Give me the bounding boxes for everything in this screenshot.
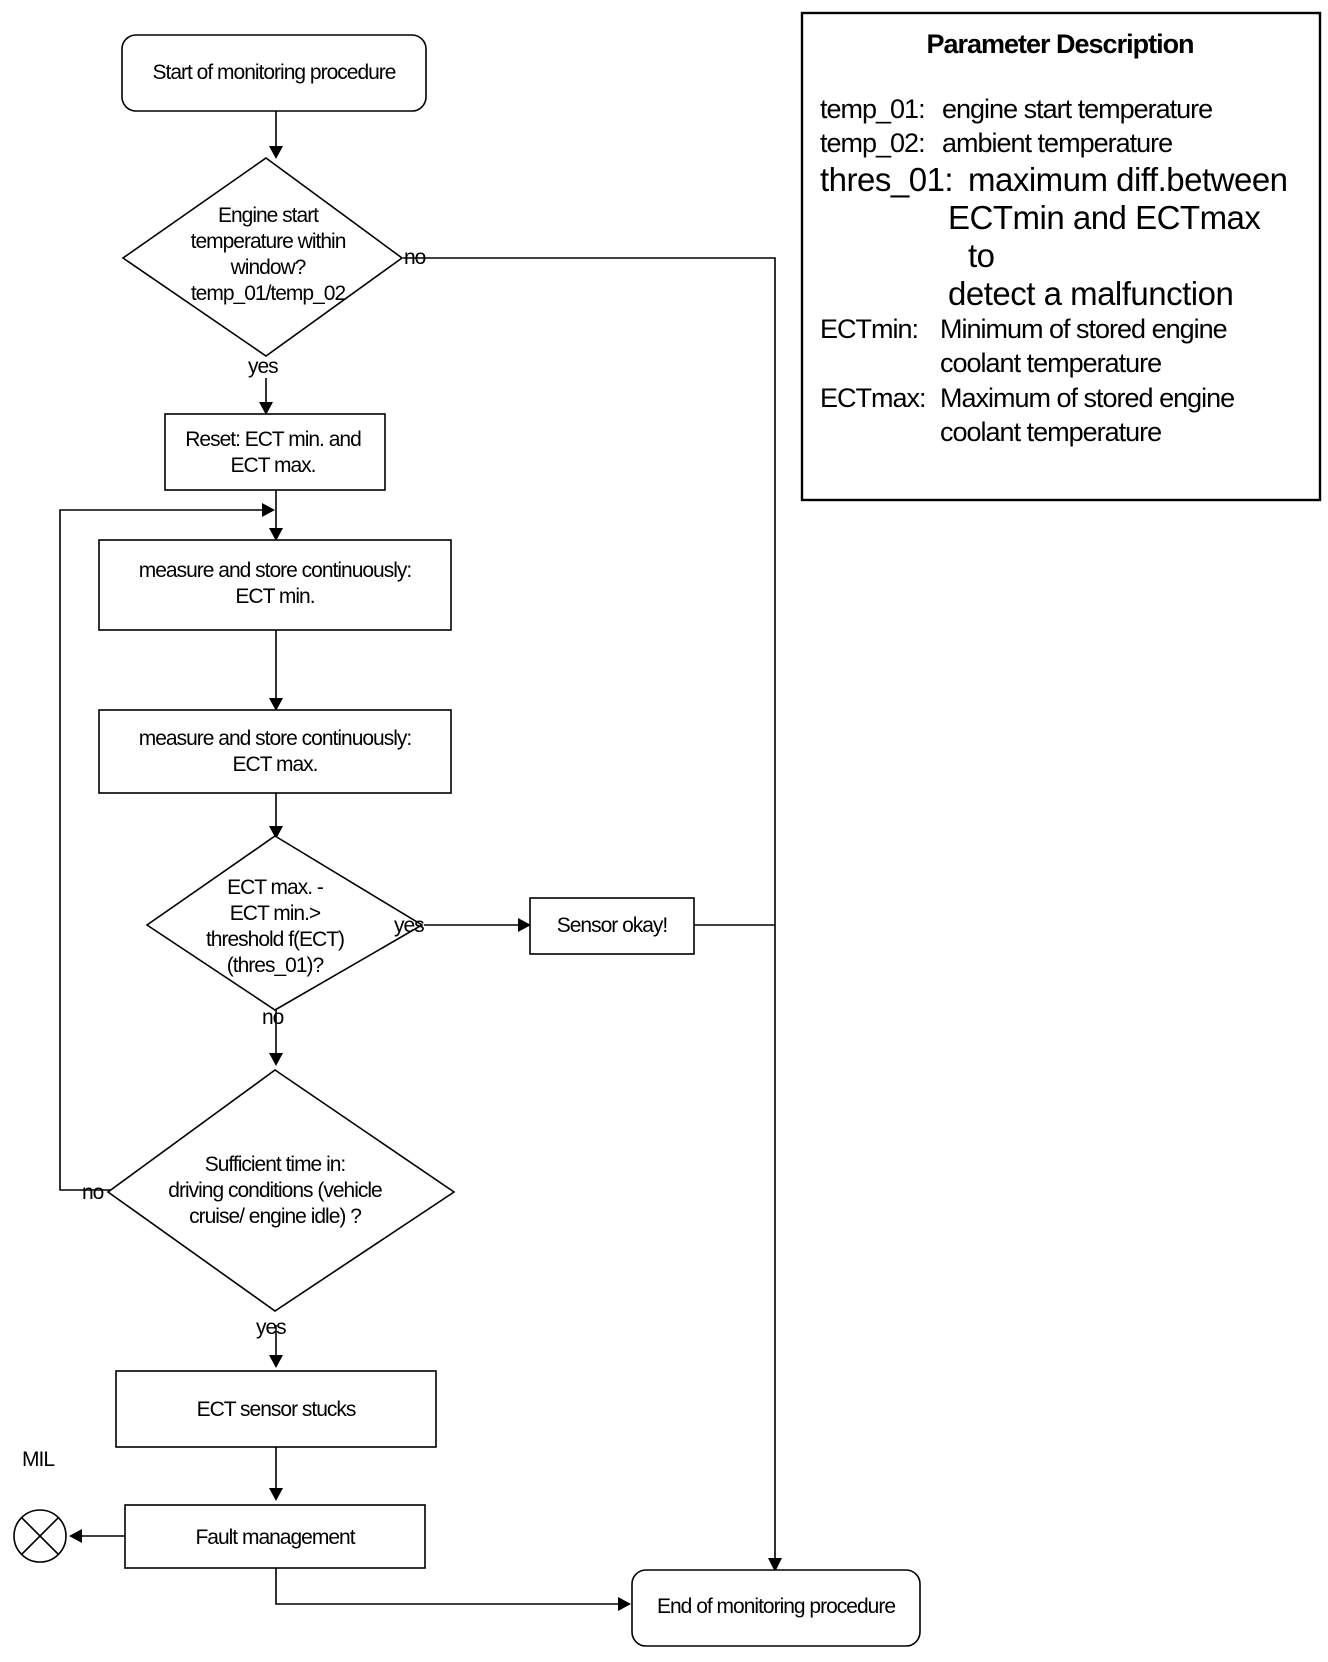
decision-threshold-line-1: ECT max. - [227,876,324,899]
decision-threshold-diamond [145,835,424,1011]
mil-lamp: MIL [13,1448,67,1563]
measure-max-line-2: ECT max. [233,753,318,776]
start-terminal [121,34,427,112]
legend-ectmax-desc-1: Maximum of stored engine [940,383,1234,413]
arrowhead [518,918,531,932]
node-decision-threshold: ECT max. - ECT min.> threshold f(ECT) (t… [145,835,424,1011]
end-label: End of monitoring procedure [657,1595,895,1618]
label-time-yes: yes [256,1316,286,1339]
fault-box [124,1504,426,1569]
arrowhead [269,826,283,839]
sensor-ok-label: Sensor okay! [557,914,668,937]
decision-window-line-3: window? [230,256,306,279]
decision-window-line-1: Engine start [218,204,319,227]
sensor-stuck-label: ECT sensor stucks [197,1398,356,1421]
arrowhead [269,528,283,541]
arrowhead [269,1488,283,1501]
arrowhead [269,698,283,711]
legend-temp01-desc: engine start temperature [942,94,1212,124]
label-threshold-yes: yes [394,914,424,937]
legend-thres01-desc-3: to [968,237,995,274]
legend-ectmin-key: ECTmin: [820,314,918,344]
legend-ectmax-key: ECTmax: [820,383,926,413]
edge-fault-to-end [275,1568,620,1605]
end-terminal [631,1569,921,1647]
decision-threshold-line-3: threshold f(ECT) [206,928,344,951]
arrowhead [69,1529,82,1543]
decision-threshold-line-2: ECT min.> [230,902,321,925]
legend-thres01-desc-1: maximum diff.between [968,161,1288,198]
node-sensor-ok: Sensor okay! [529,897,695,955]
edge-window-no [403,257,776,1560]
label-time-no: no [82,1181,104,1204]
legend-ectmax-desc-2: coolant temperature [940,417,1161,447]
decision-time-line-1: Sufficient time in: [205,1153,346,1176]
label-window-yes: yes [248,355,278,378]
reset-line-2: ECT max. [231,454,316,477]
parameter-legend: Parameter Description temp_01: engine st… [800,11,1322,502]
connectors [59,111,782,1611]
label-threshold-no: no [262,1006,284,1029]
legend-thres01-desc-2: ECTmin and ECTmax [948,199,1261,236]
edge-labels: no yes yes no no yes [82,246,427,1339]
node-start: Start of monitoring procedure [121,34,427,112]
sensor-ok-box [529,897,695,955]
edge-time-no-loop [59,509,264,1191]
mil-label: MIL [22,1448,54,1471]
start-label: Start of monitoring procedure [153,61,396,84]
decision-time-line-2: driving conditions (vehicle [168,1179,382,1202]
arrowhead [768,1558,782,1572]
node-reset: Reset: ECT min. and ECT max. [164,413,386,491]
legend-temp01-key: temp_01: [820,94,925,124]
measure-min-box [98,539,452,631]
sensor-stuck-box [115,1370,437,1448]
arrowhead [269,146,283,159]
node-measure-max: measure and store continuously: ECT max. [98,709,452,794]
measure-min-line-1: measure and store continuously: [139,559,412,582]
decision-window-diamond [121,157,404,357]
node-measure-min: measure and store continuously: ECT min. [98,539,452,631]
legend-temp02-desc: ambient temperature [942,128,1172,158]
decision-window-line-2: temperature within [191,230,346,253]
arrowhead [269,1053,283,1066]
reset-box [164,413,386,491]
node-decision-time: Sufficient time in: driving conditions (… [106,1069,456,1312]
arrowhead [262,503,275,517]
legend-ectmin-desc-2: coolant temperature [940,348,1161,378]
node-fault: Fault management [124,1504,426,1569]
fault-label: Fault management [195,1526,355,1549]
measure-min-line-2: ECT min. [235,585,314,608]
measure-max-box [98,709,452,794]
node-sensor-stuck: ECT sensor stucks [115,1370,437,1448]
node-decision-window: Engine start temperature within window? … [121,157,404,357]
reset-line-1: Reset: ECT min. and [185,428,361,451]
decision-time-diamond [106,1069,456,1312]
decision-window-line-4: temp_01/temp_02 [191,282,346,305]
arrowhead [259,402,273,415]
legend-temp02-key: temp_02: [820,128,925,158]
legend-thres01-desc-4: detect a malfunction [948,275,1233,312]
legend-title: Parameter Description [926,29,1193,59]
mil-lamp-cross [21,1517,59,1555]
legend-box [800,11,1322,502]
arrowhead [269,1355,283,1368]
decision-time-line-3: cruise/ engine idle) ? [189,1205,361,1228]
arrowhead [618,1597,631,1611]
legend-ectmin-desc-1: Minimum of stored engine [940,314,1227,344]
node-end: End of monitoring procedure [631,1569,921,1647]
measure-max-line-1: measure and store continuously: [139,727,412,750]
decision-threshold-line-4: (thres_01)? [227,954,324,977]
legend-thres01-key: thres_01: [820,161,953,198]
label-window-no: no [404,246,426,269]
